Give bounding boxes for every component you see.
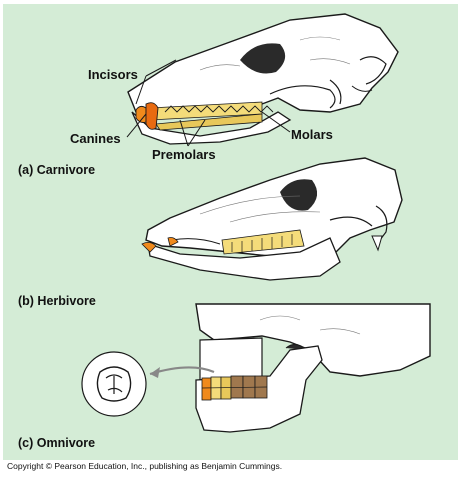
label-molars: Molars	[291, 127, 333, 142]
caption-omnivore: (c) Omnivore	[18, 436, 96, 450]
label-premolars: Premolars	[152, 147, 216, 162]
caption-herbivore: (b) Herbivore	[18, 294, 96, 308]
carnivore-skull	[126, 13, 399, 147]
caption-carnivore: (a) Carnivore	[18, 163, 96, 177]
label-incisors: Incisors	[88, 67, 138, 82]
copyright-notice: Copyright © Pearson Education, Inc., pub…	[7, 461, 283, 471]
omnivore-skull	[81, 303, 431, 433]
label-canines: Canines	[70, 131, 121, 146]
herbivore-skull	[141, 157, 403, 281]
